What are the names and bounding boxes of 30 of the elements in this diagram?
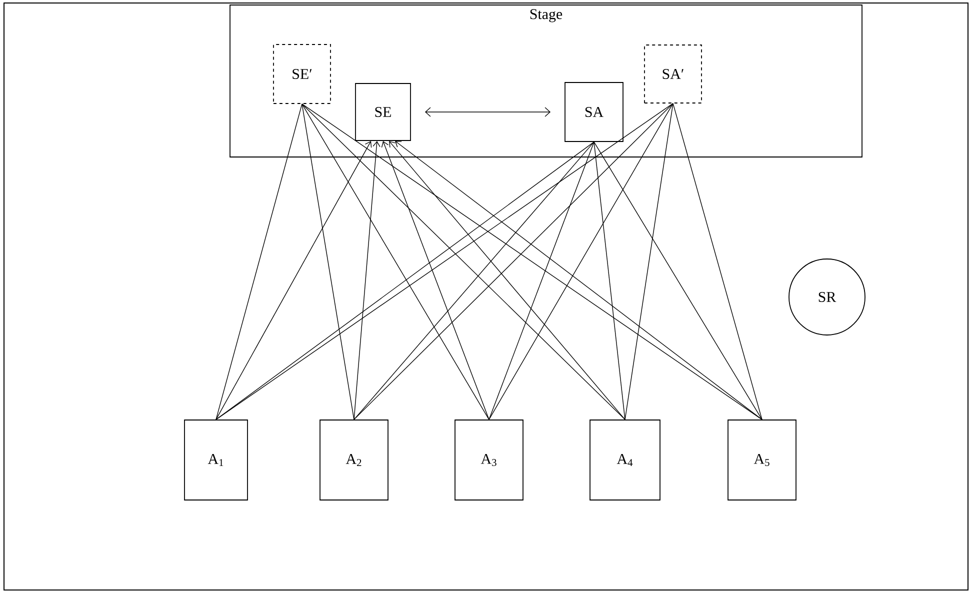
connector-line bbox=[672, 103, 762, 420]
circle-node: SR bbox=[788, 258, 866, 336]
connector-line bbox=[395, 140, 762, 420]
connector-line bbox=[354, 140, 380, 420]
connector-line bbox=[381, 140, 490, 420]
dashed-box: SE′ bbox=[273, 44, 331, 104]
square-box: SA bbox=[564, 82, 624, 142]
connector-line bbox=[216, 104, 302, 420]
square-box: A$_{2}$ bbox=[320, 420, 388, 500]
connector-line bbox=[389, 140, 626, 420]
square-box: A$_{1}$ bbox=[184, 420, 248, 500]
connector-line bbox=[424, 107, 551, 117]
connector-line bbox=[594, 142, 762, 420]
connector-line bbox=[354, 142, 594, 420]
connector-line bbox=[354, 103, 674, 420]
square-box: SE bbox=[355, 83, 411, 141]
connector-line bbox=[216, 103, 674, 420]
square-box: A$_{3}$ bbox=[454, 420, 524, 500]
square-box: A$_{5}$ bbox=[728, 420, 796, 500]
connector-line bbox=[488, 142, 594, 420]
square-box: A$_{4}$ bbox=[590, 420, 660, 500]
connector-line bbox=[302, 104, 762, 420]
connector-line bbox=[488, 103, 674, 420]
connector-line bbox=[302, 104, 490, 420]
connector-line bbox=[624, 103, 674, 420]
dashed-box: SA′ bbox=[644, 44, 702, 104]
connector-line bbox=[302, 104, 626, 420]
connector-line bbox=[594, 142, 626, 420]
connector-line bbox=[302, 104, 354, 420]
connector-line bbox=[216, 140, 372, 420]
